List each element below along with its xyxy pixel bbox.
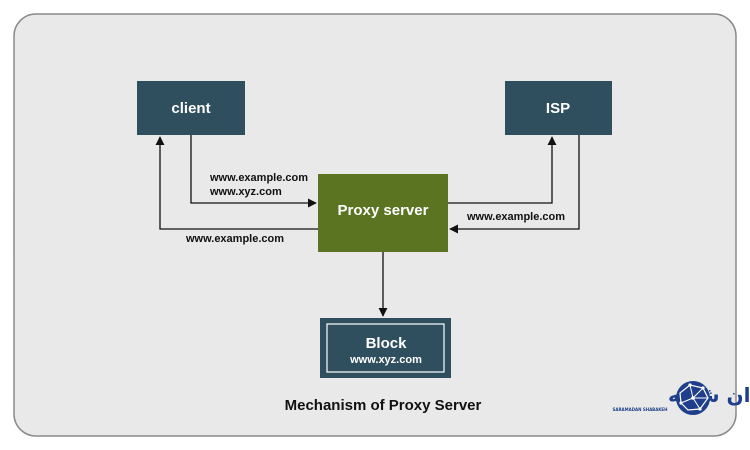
- isp-node: ISP: [505, 81, 612, 135]
- edge-label-proxy-client: www.example.com: [185, 233, 284, 245]
- brand-subtitle: SARAMADAN SHABAKEH: [612, 407, 667, 412]
- block-sublabel: www.xyz.com: [349, 354, 422, 366]
- client-node: client: [137, 81, 245, 135]
- proxy-server-label: Proxy server: [338, 202, 429, 219]
- edge-label-isp-proxy: www.example.com: [466, 211, 565, 223]
- edge-label-client-proxy-1: www.example.com: [209, 172, 308, 184]
- arrow-proxy-to-client: [155, 136, 318, 230]
- client-label: client: [171, 100, 210, 117]
- arrow-isp-to-proxy: [449, 135, 580, 234]
- proxy-server-node: Proxy server: [318, 174, 448, 252]
- block-node: Block www.xyz.com: [320, 318, 451, 378]
- isp-label: ISP: [546, 100, 570, 117]
- diagram-caption: Mechanism of Proxy Server: [285, 397, 482, 414]
- arrow-proxy-to-isp: [448, 136, 557, 204]
- brand-globe-icon: [676, 381, 710, 415]
- block-label: Block: [366, 335, 408, 352]
- arrow-client-to-proxy: [190, 135, 317, 208]
- edge-label-client-proxy-2: www.xyz.com: [209, 186, 282, 198]
- brand-logo: سرآمدان شبکه SARAMADAN SHABAKEH: [612, 381, 750, 415]
